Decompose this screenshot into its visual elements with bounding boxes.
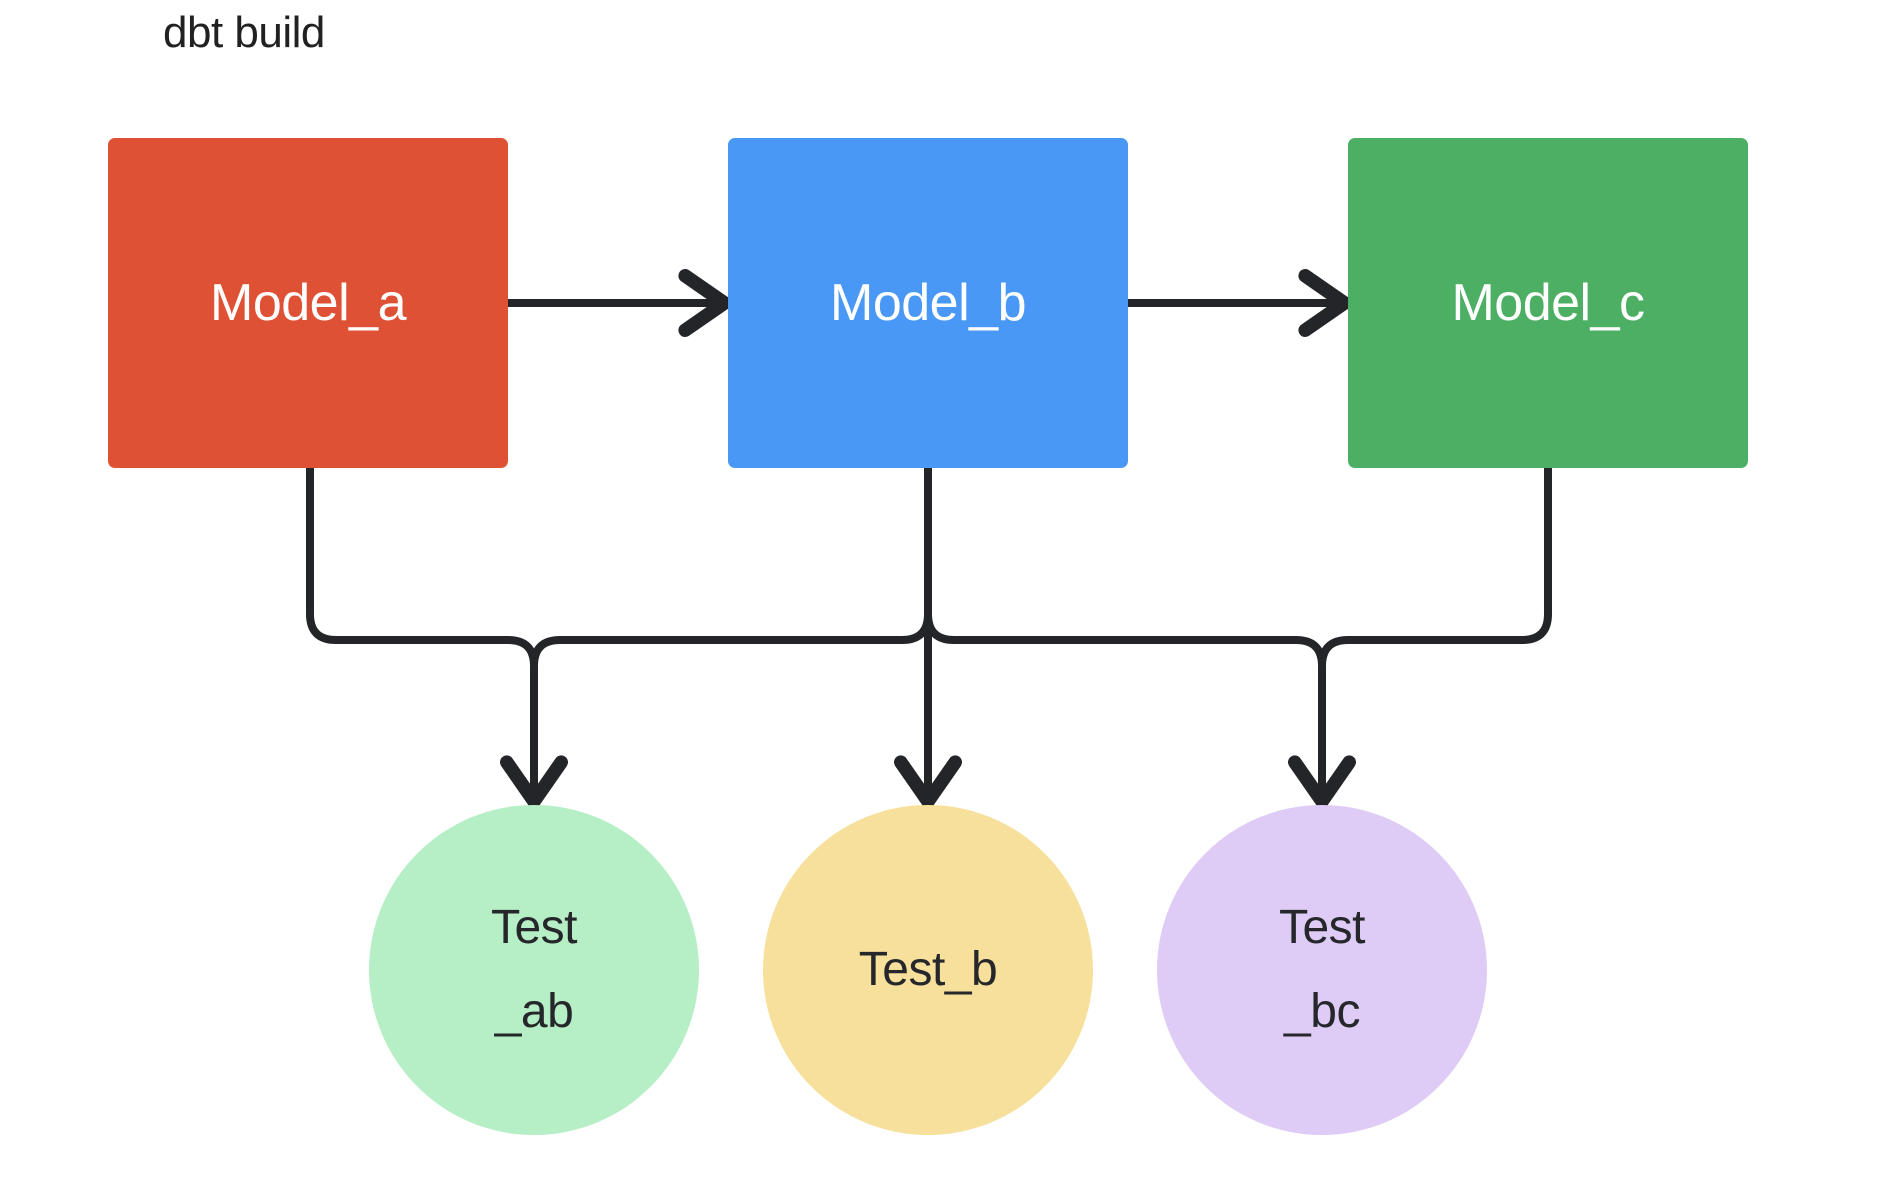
node-test-ab[interactable]: Test _ab xyxy=(369,805,699,1135)
node-test-ab-label-line-2: _ab xyxy=(494,985,574,1038)
node-model-c-label: Model_c xyxy=(1451,274,1645,332)
node-model-a[interactable]: Model_a xyxy=(108,138,508,468)
node-test-bc-label: Test _bc xyxy=(1278,886,1366,1054)
edge-model-c-to-test-bc xyxy=(1288,468,1552,809)
node-model-a-label: Model_a xyxy=(210,274,406,332)
edge-model-a-to-test-ab xyxy=(306,468,568,809)
node-test-bc-label-line-2: _bc xyxy=(1284,985,1360,1038)
edge-model-b-to-test-bc xyxy=(924,468,1326,795)
node-test-bc-label-line-1: Test xyxy=(1278,901,1366,954)
node-model-b[interactable]: Model_b xyxy=(728,138,1128,468)
node-test-b-label-line-1: Test_b xyxy=(858,943,998,996)
node-test-bc[interactable]: Test _bc xyxy=(1157,805,1487,1135)
node-test-b-label: Test_b xyxy=(858,928,998,1012)
edge-model-b-to-test-ab xyxy=(530,468,932,795)
node-test-b[interactable]: Test_b xyxy=(763,805,1093,1135)
node-model-c[interactable]: Model_c xyxy=(1348,138,1748,468)
node-test-ab-label: Test _ab xyxy=(490,886,578,1054)
page-title: dbt build xyxy=(163,8,325,57)
node-test-ab-label-line-1: Test xyxy=(490,901,578,954)
node-model-b-label: Model_b xyxy=(830,274,1026,332)
